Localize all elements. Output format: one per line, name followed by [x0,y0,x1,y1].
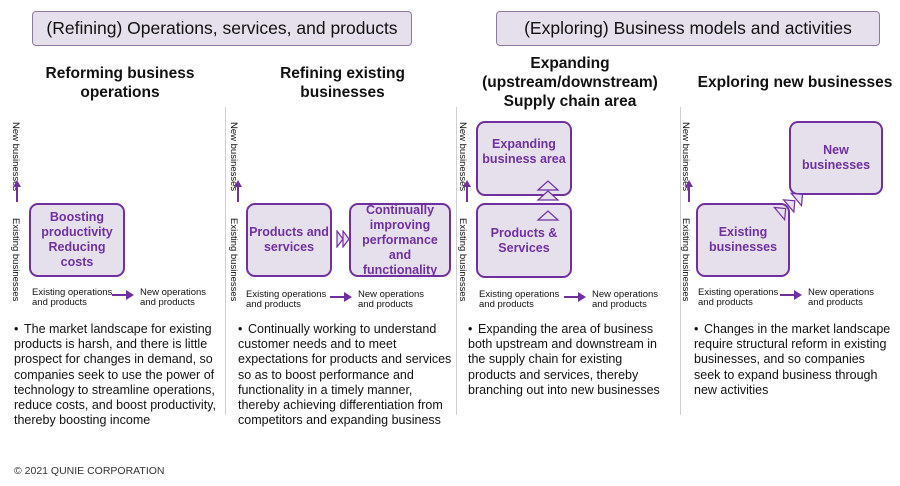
x-axis-label-existing: Existing operations and products [698,287,779,308]
y-axis-label-existing: Existing businesses [457,218,468,301]
products-services-label: Products and services [249,225,329,254]
y-axis-label-new: New businesses [10,122,21,191]
products-services-box: Products & Services [476,203,572,278]
new-businesses-box: New businesses [789,121,883,195]
products-services-label: Products & Services [490,225,558,255]
up-arrow-icon [463,180,471,202]
continually-improving-box: Continually improving performance and fu… [349,203,451,277]
description-reforming: •The market landscape for existing produ… [14,322,219,428]
x-axis-label-existing: Existing operations and products [479,289,560,310]
y-axis-label-existing: Existing businesses [680,218,691,301]
right-arrow-icon [330,292,352,302]
bullet: • [468,322,473,336]
right-arrow-icon [112,290,134,300]
column-title-reforming: Reforming business operations [45,65,195,101]
x-axis-label-new: New operations and products [358,289,425,310]
new-businesses-label: New businesses [801,143,871,172]
chevron-right-icon [336,230,350,248]
x-axis-label-existing: Existing operations and products [246,289,327,310]
chevron-up-icon [536,180,560,221]
description-expanding: •Expanding the area of business both ups… [468,322,673,398]
y-axis-label-existing-text: Existing businesses [228,218,239,302]
refining-header: (Refining) Operations, services, and pro… [32,11,412,46]
column-divider [225,107,226,415]
x-axis-label-new: New operations and products [808,287,875,308]
column-divider [680,107,681,415]
existing-businesses-label: Existing businesses [708,225,778,254]
y-axis-label-new: New businesses [228,122,239,191]
column-title-expanding: Expanding (upstream/downstream) Supply c… [482,55,658,110]
up-arrow-icon [13,180,21,202]
y-axis-label-existing: Existing businesses [228,218,239,301]
exploring-header: (Exploring) Business models and activiti… [496,11,880,46]
up-arrow-icon [685,180,693,202]
expanding-business-area-label: Expanding business area [482,136,566,166]
description-text: Changes in the market landscape require … [694,322,891,397]
description-exploring: •Changes in the market landscape require… [694,322,894,398]
chevron-diagonal-icon [772,192,804,222]
x-axis-label-existing: Existing operations and products [32,287,113,308]
bullet: • [238,322,243,336]
x-axis-label-new: New operations and products [592,289,659,310]
boosting-productivity-box: Boosting productivity Reducing costs [29,203,125,277]
y-axis-label-existing: Existing businesses [10,218,21,301]
y-axis-label-new: New businesses [457,122,468,191]
right-arrow-icon [780,290,802,300]
right-arrow-icon [564,292,586,302]
y-axis-label-existing-text: Existing businesses [680,218,691,302]
column-divider [456,107,457,415]
y-axis-label-existing-text: Existing businesses [457,218,468,302]
description-text: Expanding the area of business both upst… [468,322,660,397]
up-arrow-icon [234,180,242,202]
copyright-notice: © 2021 QUNIE CORPORATION [14,465,165,477]
continually-improving-label: Continually improving performance and fu… [362,202,438,277]
products-services-box: Products and services [246,203,332,277]
expanding-business-area-box: Expanding business area [476,121,572,196]
x-axis-label-new: New operations and products [140,287,207,308]
boosting-productivity-label: Boosting productivity Reducing costs [41,210,113,269]
description-text: The market landscape for existing produc… [14,322,216,428]
column-title-refining: Refining existing businesses [280,65,405,101]
y-axis-label-existing-text: Existing businesses [10,218,21,302]
y-axis-label-new: New businesses [680,122,691,191]
description-refining: •Continually working to understand custo… [238,322,453,428]
bullet: • [694,322,699,336]
existing-businesses-box: Existing businesses [696,203,790,277]
description-text: Continually working to understand custom… [238,322,452,428]
column-title-exploring: Exploring new businesses [697,74,893,91]
bullet: • [14,322,19,336]
